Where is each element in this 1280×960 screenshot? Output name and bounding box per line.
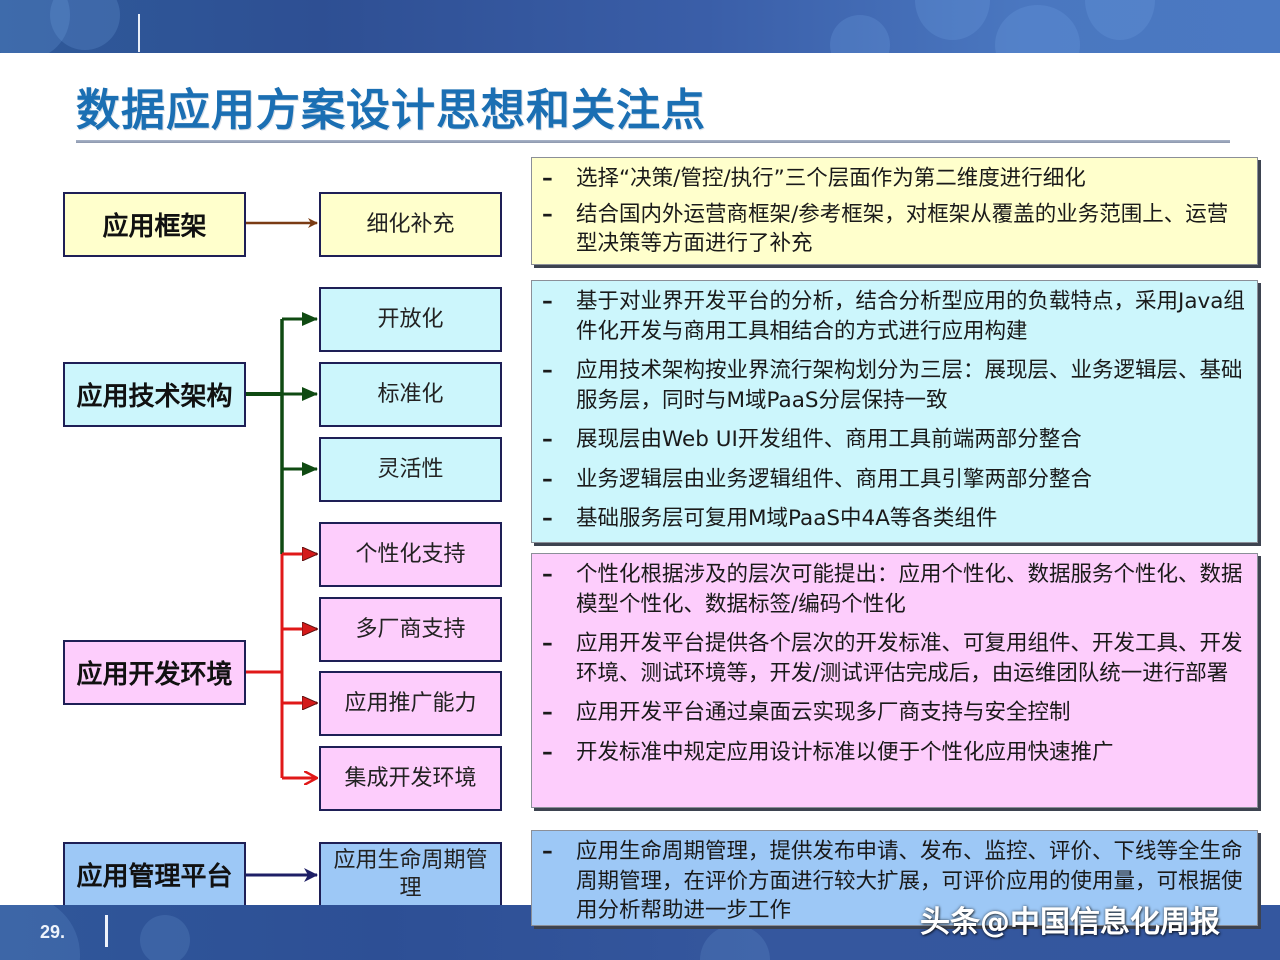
child-box-ide: 集成开发环境 (319, 746, 502, 811)
child-label: 标准化 (377, 381, 444, 407)
category-label: 应用开发环境 (76, 660, 233, 690)
note-item: – 基于对业界开发平台的分析，结合分析型应用的负载特点，采用Java组件化开发与… (542, 289, 1245, 344)
note-item: – 个性化根据涉及的层次可能提出：应用个性化、数据服务个性化、数据模型个性化、数… (542, 562, 1243, 617)
note-item: – 开发标准中规定应用设计标准以便于个性化应用快速推广 (542, 739, 1114, 765)
note-item: – 业务逻辑层由业务逻辑组件、商用工具引擎两部分整合 (542, 466, 1093, 492)
watermark: 头条@中国信息化周报 (920, 905, 1220, 940)
notes-panel-tech-architecture: – 基于对业界开发平台的分析，结合分析型应用的负载特点，采用Java组件化开发与… (531, 280, 1258, 543)
child-label: 集成开发环境 (344, 765, 477, 791)
notes-panel-management-platform: – 应用生命周期管理，提供发布申请、发布、监控、评价、下线等全生命周期管理，在评… (531, 830, 1258, 926)
category-box-framework: 应用框架 (63, 192, 246, 257)
child-box-promotion: 应用推广能力 (319, 671, 502, 736)
note-item: – 结合国内外运营商框架/参考框架，对框架从覆盖的业务范围上、运营型决策等方面进… (542, 201, 1229, 257)
child-box-refinement: 细化补充 (319, 192, 502, 257)
child-box-flexibility: 灵活性 (319, 437, 502, 502)
child-label: 多厂商支持 (355, 616, 466, 642)
note-item: – 应用生命周期管理，提供发布申请、发布、监控、评价、下线等全生命周期管理，在评… (542, 839, 1243, 923)
child-box-personalization: 个性化支持 (319, 522, 502, 587)
child-label: 灵活性 (377, 456, 444, 482)
header-band (0, 0, 1280, 53)
child-label: 细化补充 (366, 211, 455, 237)
footer-band: 29. (0, 905, 1280, 960)
page-number: 29. (40, 922, 66, 942)
child-box-multi-vendor: 多厂商支持 (319, 597, 502, 662)
category-label: 应用管理平台 (76, 862, 233, 892)
category-label: 应用框架 (102, 212, 207, 242)
note-item: – 应用开发平台提供各个层次的开发标准、可复用组件、开发工具、开发环境、测试环境… (542, 631, 1243, 686)
category-box-dev-environment: 应用开发环境 (63, 640, 246, 705)
title-underline (76, 140, 1230, 143)
note-item: – 应用开发平台通过桌面云实现多厂商支持与安全控制 (542, 700, 1071, 725)
child-box-lifecycle-management: 应用生命周期管理 (319, 842, 502, 907)
note-item: – 选择“决策/管控/执行”三个层面作为第二维度进行细化 (542, 166, 1086, 191)
category-box-management-platform: 应用管理平台 (63, 842, 246, 907)
note-item: – 基础服务层可复用M域PaaS中4A等各类组件 (542, 506, 998, 531)
category-label: 应用技术架构 (76, 382, 233, 412)
child-label: 开放化 (377, 306, 444, 332)
category-box-tech-architecture: 应用技术架构 (63, 362, 246, 427)
child-box-standardization: 标准化 (319, 362, 502, 427)
note-item: – 应用技术架构按业界流行架构划分为三层：展现层、业务逻辑层、基础服务层，同时与… (542, 358, 1243, 413)
notes-panel-framework: – 选择“决策/管控/执行”三个层面作为第二维度进行细化 – 结合国内外运营商框… (531, 157, 1258, 265)
child-box-openness: 开放化 (319, 287, 502, 352)
header-divider (138, 14, 140, 52)
child-label: 个性化支持 (355, 541, 466, 567)
child-label: 应用推广能力 (344, 690, 477, 716)
note-item: – 展现层由Web UI开发组件、商用工具前端两部分整合 (542, 427, 1082, 452)
child-label: 应用生命周期管理 (333, 847, 488, 901)
page-title: 数据应用方案设计思想和关注点 (76, 85, 706, 136)
notes-panel-dev-environment: – 个性化根据涉及的层次可能提出：应用个性化、数据服务个性化、数据模型个性化、数… (531, 553, 1258, 808)
footer-divider (105, 915, 108, 947)
